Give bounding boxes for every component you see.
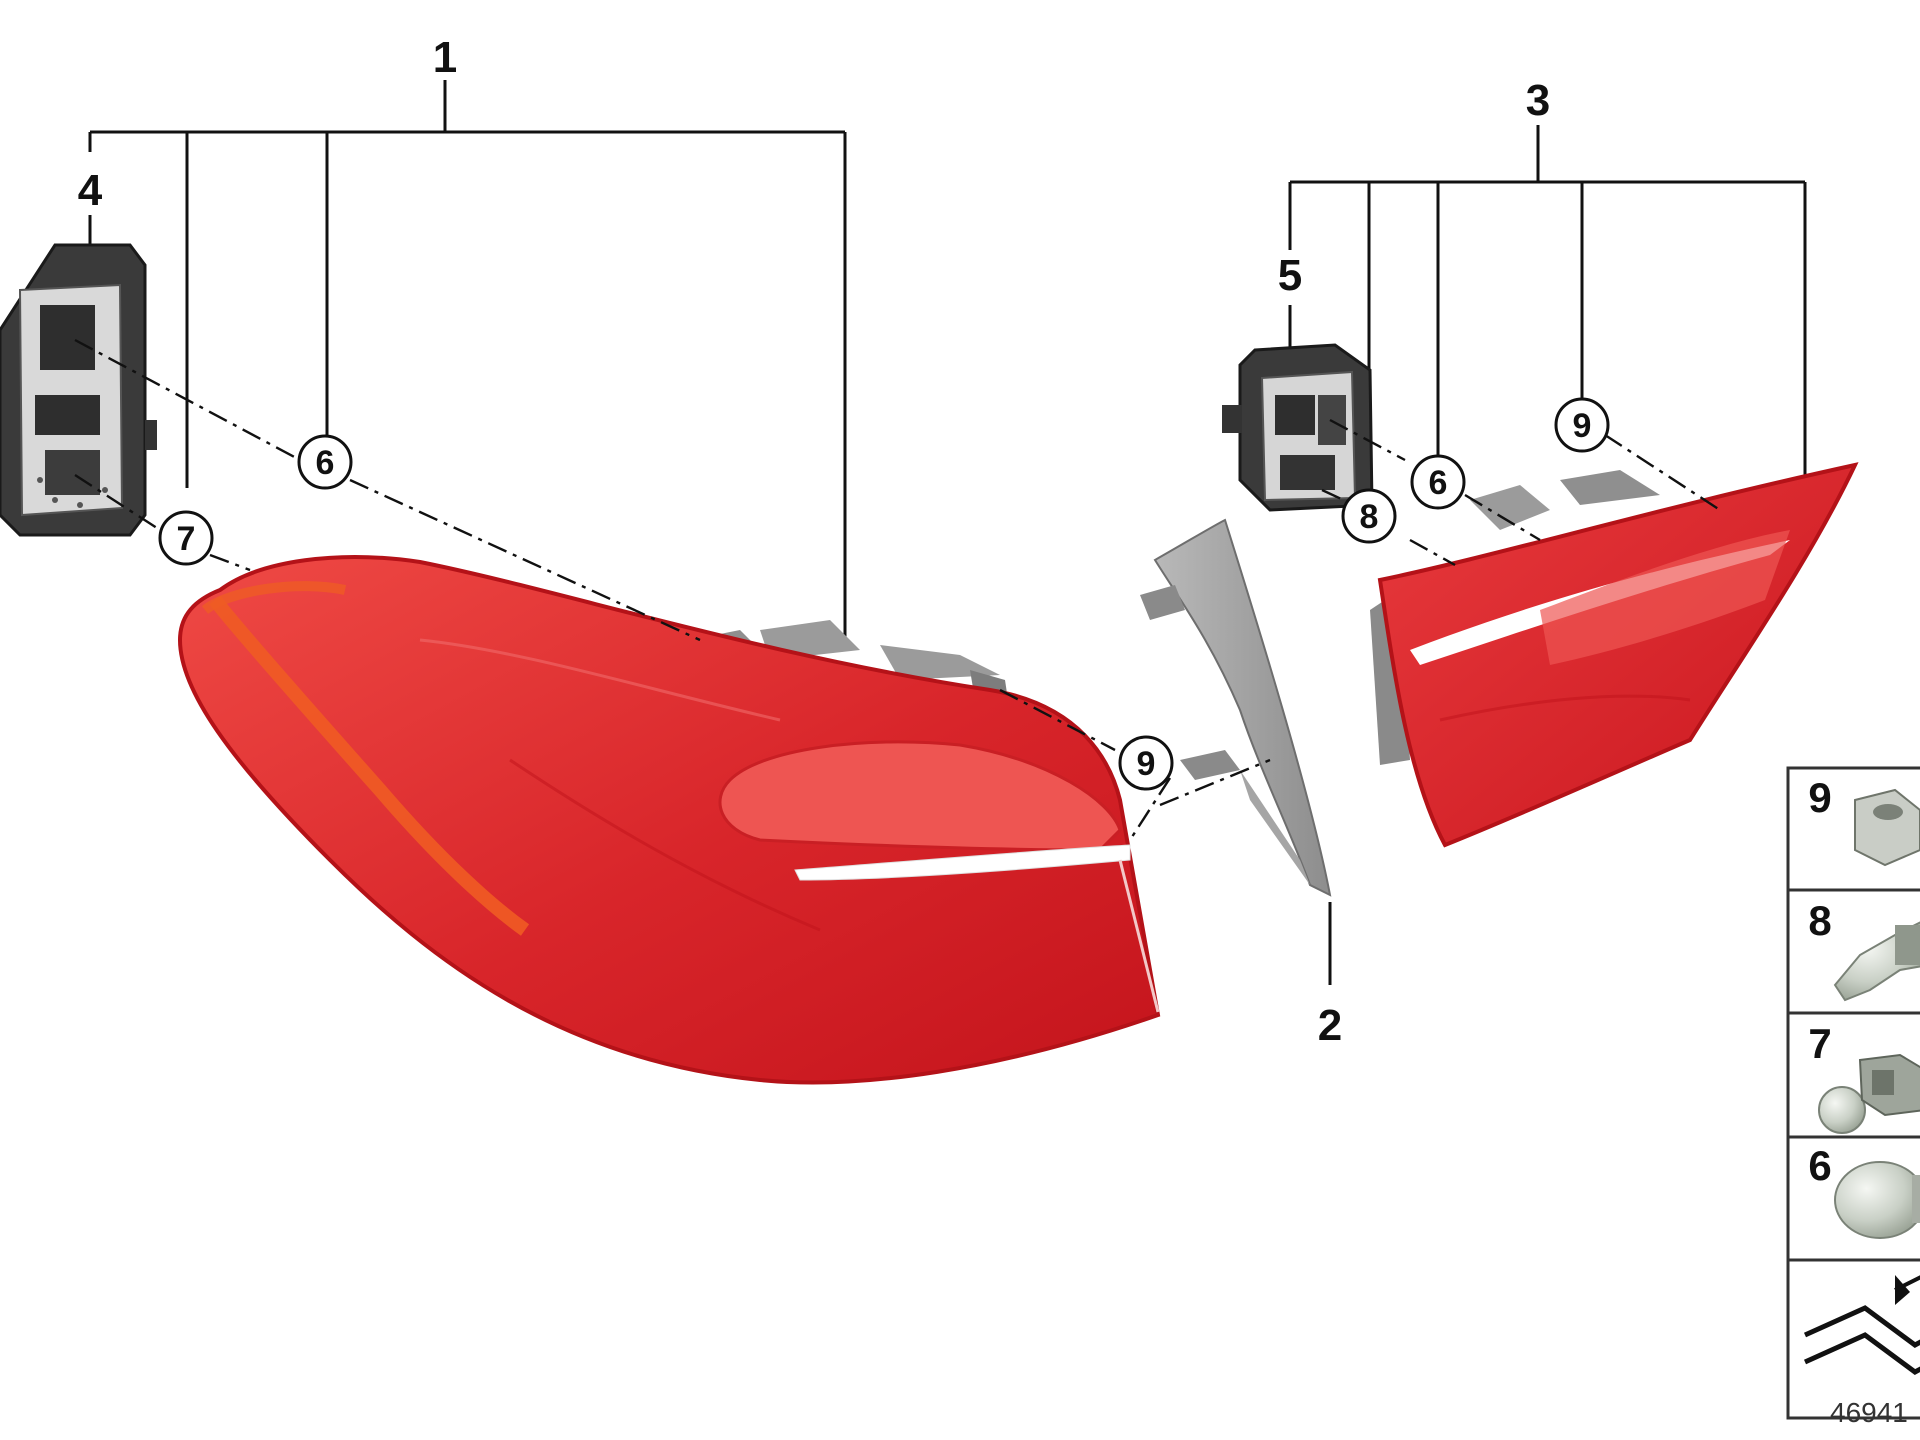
center-mounting-trim bbox=[1140, 518, 1332, 897]
socket-bulb-icon bbox=[1818, 1053, 1920, 1134]
callout-6-right: 6 bbox=[1410, 454, 1466, 510]
legend-item-9: 9 bbox=[1808, 774, 1920, 867]
legend-item-7: 7 bbox=[1808, 1020, 1920, 1134]
svg-text:8: 8 bbox=[1808, 897, 1831, 944]
legend-item-6: 6 bbox=[1808, 1142, 1920, 1239]
zigzag-wire-icon bbox=[1803, 1275, 1920, 1375]
svg-text:9: 9 bbox=[1137, 745, 1156, 783]
hex-nut-icon bbox=[1854, 788, 1920, 867]
callout-6-left: 6 bbox=[297, 434, 353, 490]
part-1-leader-lines bbox=[88, 80, 847, 650]
part-number-1: 1 bbox=[433, 33, 457, 82]
callout-9-right: 9 bbox=[1554, 397, 1610, 453]
callout-9-left: 9 bbox=[1118, 735, 1174, 791]
parts-legend: 9 8 7 6 bbox=[1786, 766, 1920, 1420]
svg-text:7: 7 bbox=[177, 520, 196, 558]
svg-text:6: 6 bbox=[1808, 1142, 1831, 1189]
part-number-4: 4 bbox=[78, 166, 103, 215]
part-number-3: 3 bbox=[1526, 76, 1550, 125]
wedge-bulb-icon bbox=[1833, 921, 1920, 1002]
svg-text:9: 9 bbox=[1573, 407, 1592, 445]
callout-7-left: 7 bbox=[158, 510, 214, 566]
legend-item-symbol bbox=[1803, 1275, 1920, 1375]
part-3-leader-lines bbox=[1288, 125, 1807, 475]
svg-text:6: 6 bbox=[1429, 464, 1448, 502]
tail-light-outer-lens bbox=[177, 555, 1161, 1085]
svg-text:7: 7 bbox=[1808, 1020, 1831, 1067]
part-number-5: 5 bbox=[1278, 251, 1302, 300]
legend-item-8: 8 bbox=[1808, 897, 1920, 1002]
bulb-holder-right bbox=[1222, 343, 1374, 512]
assembly-lines bbox=[74, 338, 1721, 841]
svg-text:9: 9 bbox=[1808, 774, 1831, 821]
svg-text:8: 8 bbox=[1360, 498, 1379, 536]
round-bulb-icon bbox=[1834, 1161, 1920, 1239]
part-number-2: 2 bbox=[1318, 1001, 1342, 1050]
tail-light-inner-lens bbox=[1377, 462, 1859, 848]
callout-8-right: 8 bbox=[1341, 488, 1397, 544]
svg-text:6: 6 bbox=[316, 444, 335, 482]
reference-number: 46941 bbox=[1830, 1397, 1908, 1428]
bulb-holder-left bbox=[0, 243, 157, 537]
